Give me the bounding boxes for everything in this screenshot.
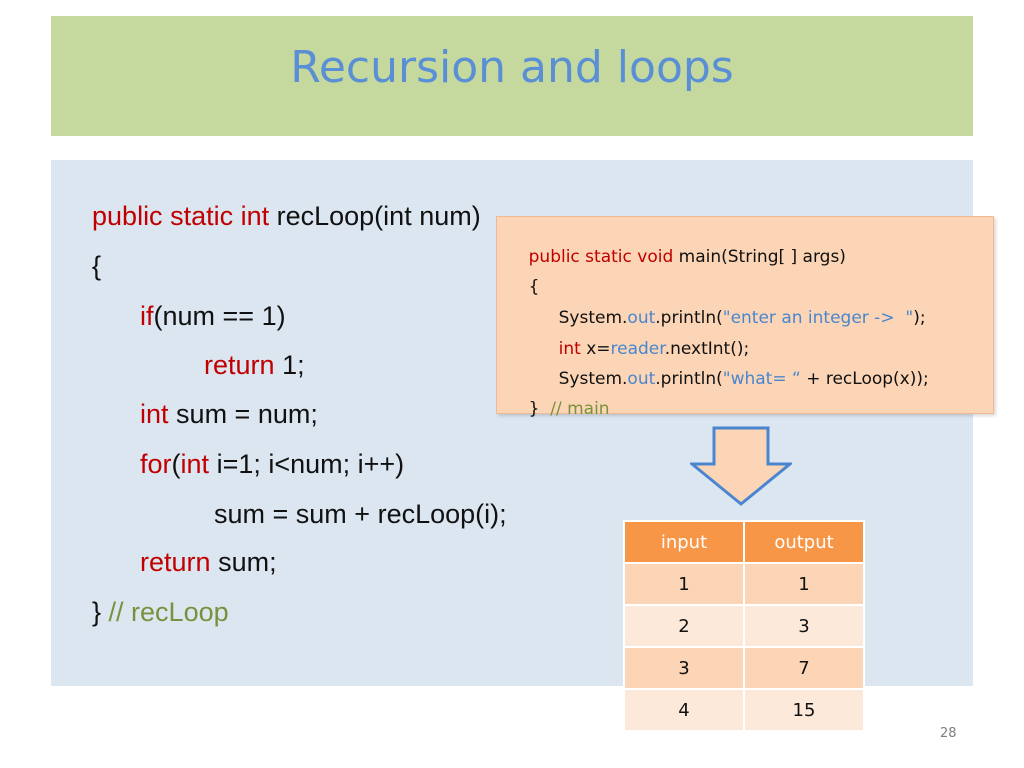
- code-field: out: [627, 308, 656, 328]
- main-line-4: int x=reader.nextInt();: [537, 319, 750, 379]
- code-text: .nextInt();: [664, 339, 750, 359]
- code-text: {: [92, 251, 102, 281]
- code-text: .println(: [655, 369, 723, 389]
- code-text: x=: [580, 339, 611, 359]
- code-string: "what= “: [722, 369, 801, 389]
- code-text: (num == 1): [153, 301, 286, 331]
- cell-input: 1: [623, 562, 745, 606]
- code-comment: // main: [550, 399, 610, 419]
- code-text: sum = sum + recLoop(i);: [214, 499, 507, 529]
- main-line-5: System.out.println("what= “ + recLoop(x)…: [537, 349, 929, 409]
- table-row: 1 1: [623, 562, 865, 606]
- code-line-8: return sum;: [110, 514, 277, 610]
- code-text: sum;: [210, 547, 277, 577]
- main-line-2: {: [507, 257, 540, 317]
- code-keyword: int: [180, 449, 210, 479]
- code-text: 1;: [274, 350, 305, 380]
- cell-output: 15: [743, 688, 865, 732]
- code-keyword: for: [140, 449, 172, 479]
- code-text: }: [528, 399, 551, 419]
- table-header-row: input output: [623, 520, 865, 564]
- code-line-5: int sum = num;: [110, 366, 318, 462]
- code-line-9: } // recLoop: [62, 564, 229, 660]
- code-keyword: return: [204, 350, 275, 380]
- main-line-1: public static void main(String[ ] args): [507, 227, 846, 287]
- cell-input: 4: [623, 688, 745, 732]
- main-method-box: public static void main(String[ ] args) …: [496, 216, 994, 419]
- code-text: i=1; i<num; i++): [209, 449, 405, 479]
- code-string: "enter an integer -> ": [722, 308, 914, 328]
- code-keyword: int: [558, 339, 581, 359]
- slide-title: Recursion and loops: [290, 42, 734, 93]
- code-field: reader: [610, 339, 665, 359]
- code-line-3: if(num == 1): [110, 268, 286, 364]
- code-line-4: return 1;: [174, 317, 305, 413]
- code-text: {: [528, 277, 540, 297]
- code-text: (: [171, 449, 181, 479]
- cell-input: 2: [623, 604, 745, 648]
- code-text: .println(: [655, 308, 723, 328]
- code-text: recLoop(int num): [269, 201, 481, 231]
- table-row: 4 15: [623, 688, 865, 732]
- code-comment: // recLoop: [108, 597, 229, 627]
- code-keyword: return: [140, 547, 211, 577]
- code-keyword: public static int: [92, 201, 270, 231]
- code-keyword: if: [140, 301, 154, 331]
- code-keyword: int: [140, 399, 169, 429]
- main-line-6: } // main: [507, 379, 610, 439]
- code-text: System.: [558, 369, 628, 389]
- table-row: 2 3: [623, 604, 865, 648]
- code-text: main(String[ ] args): [673, 247, 846, 267]
- code-field: out: [627, 369, 656, 389]
- cell-output: 1: [743, 562, 865, 606]
- code-line-1: public static int recLoop(int num): [62, 168, 481, 264]
- code-line-7: sum = sum + recLoop(i);: [184, 466, 507, 562]
- title-bar: Recursion and loops: [51, 16, 973, 136]
- code-text: System.: [558, 308, 628, 328]
- code-line-2: {: [62, 218, 101, 314]
- cell-output: 3: [743, 604, 865, 648]
- header-input: input: [623, 520, 745, 564]
- code-text: }: [92, 597, 109, 627]
- main-line-3: System.out.println("enter an integer -> …: [537, 288, 926, 348]
- code-text: sum = num;: [168, 399, 318, 429]
- code-keyword: public static void: [528, 247, 674, 267]
- code-line-6: for(int i=1; i<num; i++): [110, 416, 404, 512]
- code-text: + recLoop(x));: [800, 369, 929, 389]
- header-output: output: [743, 520, 865, 564]
- cell-input: 3: [623, 646, 745, 690]
- code-text: );: [913, 308, 926, 328]
- io-table: input output 1 1 2 3 3 7 4 15: [623, 520, 865, 732]
- table-row: 3 7: [623, 646, 865, 690]
- down-arrow-icon: [690, 426, 792, 506]
- page-number: 28: [940, 726, 957, 741]
- cell-output: 7: [743, 646, 865, 690]
